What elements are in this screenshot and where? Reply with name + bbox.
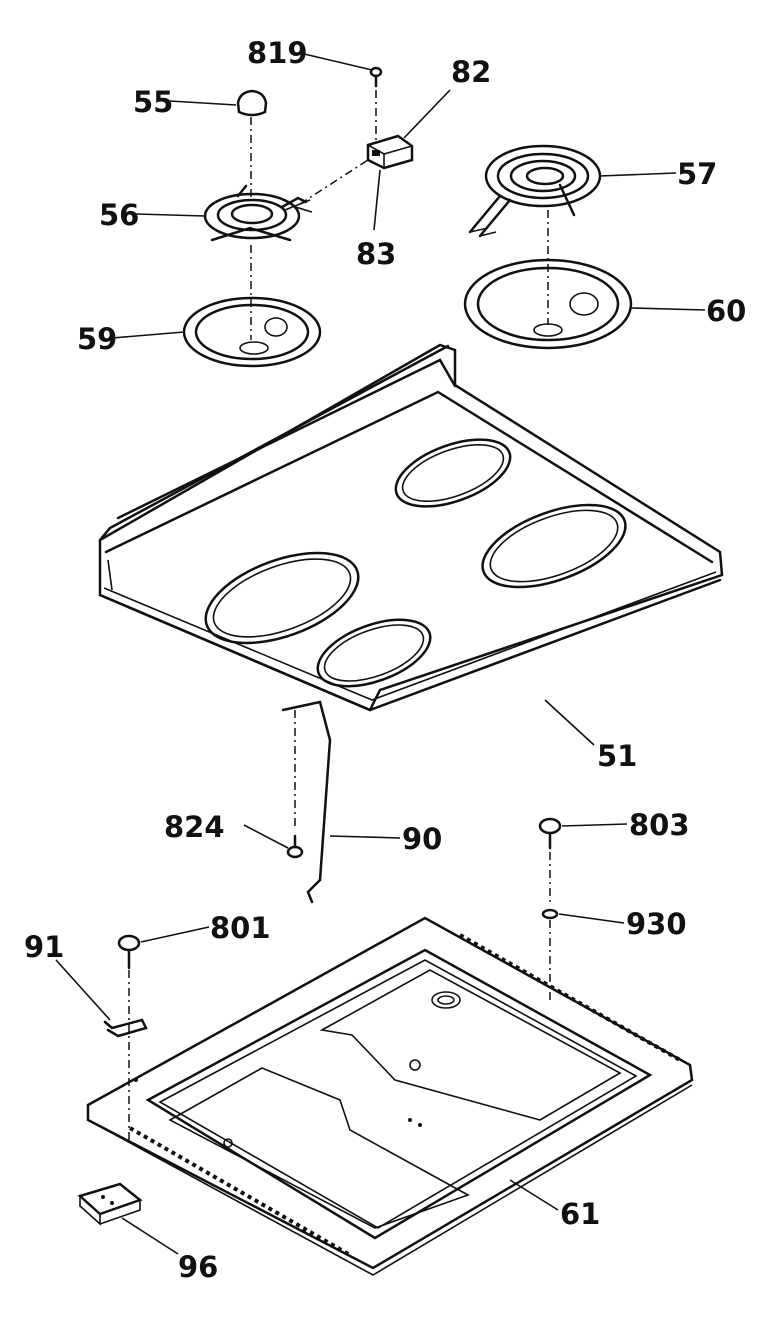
label-82: 82: [451, 55, 491, 89]
label-60: 60: [706, 294, 746, 328]
label-90: 90: [402, 822, 442, 856]
label-824: 824: [164, 810, 225, 844]
label-96: 96: [178, 1250, 218, 1284]
axis-56-82: [299, 159, 369, 205]
label-819: 819: [247, 36, 308, 70]
label-57: 57: [677, 157, 717, 191]
part-96-plate: [77, 1182, 143, 1226]
part-90-rod: [281, 700, 332, 904]
part-55-cap: [236, 89, 268, 117]
part-803-screw: [538, 817, 562, 850]
label-803: 803: [629, 808, 690, 842]
label-83: 83: [356, 237, 396, 271]
part-801-screw: [117, 934, 141, 970]
part-819-screw: [369, 66, 383, 88]
label-61: 61: [560, 1197, 600, 1231]
part-60-large-drip-bowl: [463, 258, 633, 350]
label-91: 91: [24, 930, 64, 964]
leader-lines: [55, 52, 706, 1255]
part-824-screw: [286, 834, 304, 859]
part-51-cooktop: [98, 343, 724, 712]
part-59-small-drip-bowl: [182, 296, 322, 368]
part-82-receptacle: [366, 134, 414, 170]
label-59: 59: [77, 322, 117, 356]
label-801: 801: [210, 911, 271, 945]
label-56: 56: [99, 198, 139, 232]
part-56-small-element: [203, 184, 313, 242]
label-930: 930: [626, 907, 687, 941]
part-91-clip: [103, 1018, 148, 1038]
label-51: 51: [597, 739, 637, 773]
part-930-washer: [541, 908, 559, 920]
part-61-bottom-panel: [86, 916, 694, 1276]
part-57-large-element: [468, 144, 602, 238]
label-55: 55: [133, 85, 173, 119]
